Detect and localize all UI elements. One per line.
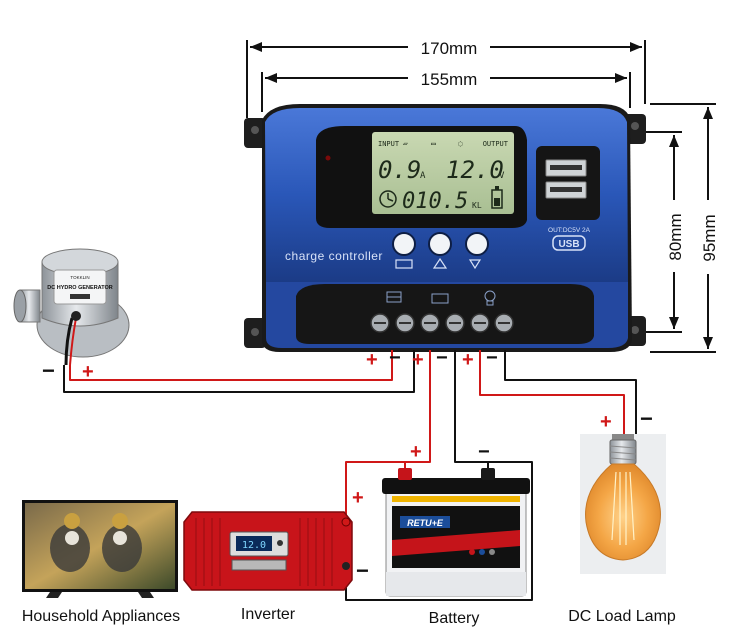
usb-logo — [552, 235, 586, 251]
wire-generator-minus — [63, 350, 415, 393]
charge-controller-label: charge controller — [285, 249, 383, 263]
dimension-170mm-label: 170mm — [421, 39, 478, 58]
battery: RETU+E — [382, 468, 530, 597]
dimension-95mm-label: 95mm — [700, 214, 719, 261]
generator-label-plate — [53, 269, 107, 305]
lamp-bulb — [585, 463, 661, 561]
dimension-80mm-label: 80mm — [666, 213, 685, 260]
generator-brand: TOKKLIN — [70, 275, 89, 280]
battery-terminal-icon — [431, 293, 449, 304]
dimension-155mm-label: 155mm — [421, 70, 478, 89]
inverter-terminal-minus[interactable] — [342, 562, 350, 570]
tv-screen — [25, 503, 175, 589]
inverter-power-button[interactable] — [277, 540, 283, 546]
down-arrow-icon — [468, 259, 482, 270]
minus-sign-battery-terminal: − — [436, 347, 448, 369]
lamp-filament — [611, 471, 635, 545]
plus-sign-battery: + — [410, 441, 422, 463]
usb-logo-label: USB — [558, 239, 579, 250]
polarity-signs: + − + − + − + − + − + − + − — [42, 347, 653, 583]
plus-sign-generator: + — [82, 361, 94, 383]
lcd-voltage-unit: V — [499, 171, 505, 181]
solar-panel-icon: ▱ — [403, 139, 408, 148]
minus-sign-generator: − — [42, 358, 55, 383]
up-button[interactable] — [428, 232, 452, 256]
minus-sign-load-terminal: − — [486, 347, 498, 369]
inverter-display-value: 12.0 — [242, 540, 266, 551]
minus-sign-battery: − — [478, 441, 490, 463]
bulb-icon-lcd: ◌ — [458, 139, 463, 148]
plus-sign-lamp: + — [600, 411, 612, 433]
lcd-energy-unit: KL — [472, 201, 482, 210]
caption-household-appliances: Household Appliances — [22, 608, 180, 625]
battery-top — [382, 478, 530, 494]
lcd-screen — [372, 132, 514, 214]
wire-battery-minus — [345, 350, 533, 601]
lcd-input-label: INPUT — [378, 140, 400, 148]
plus-sign-source: + — [366, 349, 378, 371]
wire-load-minus — [504, 350, 637, 434]
inverter: 12.0 — [183, 511, 353, 591]
usb-rating-label: OUT:DC5V 2A — [548, 227, 591, 234]
plus-sign-load-terminal: + — [462, 349, 474, 371]
battery-badge — [400, 516, 450, 528]
generator-label: DC HYDRO GENERATOR — [47, 285, 113, 291]
battery-badge-text: RETU+E — [407, 518, 444, 528]
caption-inverter: Inverter — [241, 606, 296, 623]
minus-sign-lamp: − — [640, 406, 653, 431]
lcd-voltage-value: 12.0 — [446, 156, 504, 184]
hydro-generator: TOKKLIN DC HYDRO GENERATOR — [13, 248, 130, 366]
lcd-output-label: OUTPUT — [483, 140, 509, 148]
dc-load-lamp — [580, 434, 666, 574]
minus-sign-source: − — [389, 347, 401, 369]
wire-generator-plus — [69, 350, 393, 381]
inverter-display — [236, 536, 272, 551]
caption-dc-load-lamp: DC Load Lamp — [568, 608, 676, 625]
wire-battery-plus-to-inverter — [345, 350, 431, 522]
caption-battery: Battery — [429, 610, 480, 627]
wires — [63, 350, 637, 601]
up-arrow-icon — [432, 257, 448, 269]
menu-icon — [395, 259, 413, 269]
terminal-block — [370, 313, 514, 333]
inverter-outlet[interactable] — [231, 559, 287, 571]
wire-load-plus — [479, 350, 625, 434]
household-appliances — [22, 500, 178, 598]
down-button[interactable] — [465, 232, 489, 256]
minus-sign-inverter: − — [356, 558, 369, 583]
lcd-energy-value: 010.5 — [402, 189, 468, 214]
charge-controller: INPUT OUTPUT ▱ ▭ ◌ 0.9 A 12.0 V 010.5 KL… — [244, 104, 646, 352]
plus-sign-inverter: + — [352, 487, 364, 509]
lcd-current-value: 0.9 — [378, 156, 421, 184]
lcd-current-unit: A — [420, 171, 426, 181]
battery-terminal-minus[interactable] — [481, 468, 495, 480]
battery-icon-lcd: ▭ — [431, 139, 436, 148]
battery-terminal-plus[interactable] — [398, 468, 412, 480]
menu-button[interactable] — [392, 232, 416, 256]
clock-icon — [379, 190, 397, 208]
inverter-terminal-plus[interactable] — [341, 517, 351, 527]
terminal-bezel — [296, 284, 594, 344]
plus-sign-battery-terminal: + — [412, 349, 424, 371]
dimension-95mm — [650, 103, 716, 353]
